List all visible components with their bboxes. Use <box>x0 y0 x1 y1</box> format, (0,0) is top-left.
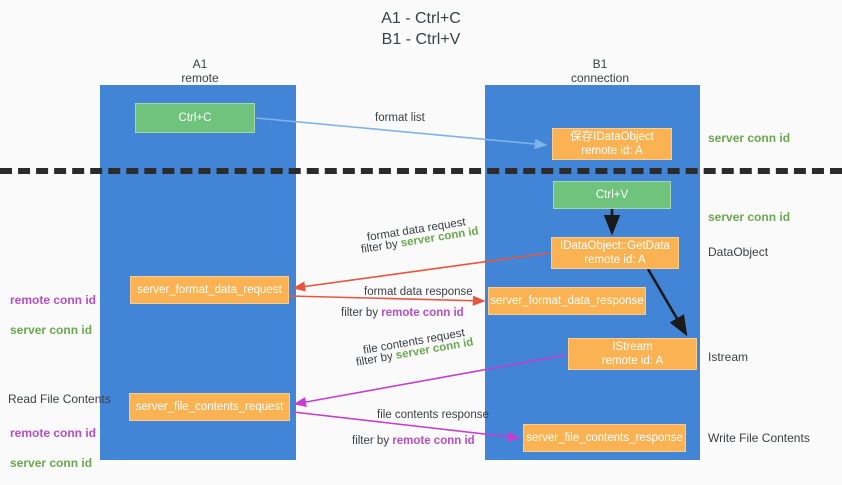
edge-label-file-contents-response-filter: filter by remote conn id <box>352 434 475 449</box>
left-label-remote-conn-id-1: remote conn id <box>10 293 97 307</box>
node-server-file-contents-request[interactable]: server_file_contents_request <box>129 393 290 421</box>
right-label-server-conn-id-2: server conn id <box>708 210 791 224</box>
right-label-server-conn-id-1: server conn id <box>708 131 791 145</box>
node-save-idataobject[interactable]: 保存IDataObject remote id: A <box>552 128 672 160</box>
node-idataobject-getdata[interactable]: IDataObject::GetData remote id: A <box>551 237 679 269</box>
right-label-istream: Istream <box>708 350 749 364</box>
right-label-dataobject: DataObject <box>708 245 769 259</box>
filter-prefix: filter by <box>355 349 397 369</box>
lane-header-a1: A1 remote <box>181 57 219 85</box>
diagram-title: A1 - Ctrl+C B1 - Ctrl+V <box>381 10 461 48</box>
edge-label-format-data-response-filter: filter by remote conn id <box>341 306 464 321</box>
left-label-read-file-contents: Read File Contents <box>8 392 111 406</box>
node-server-format-data-request[interactable]: server_format_data_request <box>130 276 289 304</box>
filter-value-remote-conn-id: remote conn id <box>381 307 464 319</box>
left-label-conn-id-pair-2: remote conn id server conn id <box>10 411 96 471</box>
filter-prefix: filter by <box>360 237 402 256</box>
filter-value-remote-conn-id: remote conn id <box>392 435 475 447</box>
edge-label-format-data-response: format data response <box>364 286 473 298</box>
edge-label-file-contents-response: file contents response <box>377 409 489 421</box>
node-ctrl-v[interactable]: Ctrl+V <box>553 181 671 209</box>
node-server-file-contents-response[interactable]: server_file_contents_response <box>523 424 686 452</box>
filter-prefix: filter by <box>341 307 382 319</box>
node-ctrl-c[interactable]: Ctrl+C <box>135 103 255 133</box>
filter-prefix: filter by <box>352 435 393 447</box>
node-server-format-data-response[interactable]: server_format_data_response <box>488 287 646 315</box>
left-label-remote-conn-id-2: remote conn id <box>10 426 97 440</box>
node-istream[interactable]: IStream remote id: A <box>568 338 697 370</box>
separator-dashed-line <box>0 168 842 174</box>
left-label-server-conn-id-1: server conn id <box>10 323 93 337</box>
left-label-conn-id-pair-1: remote conn id server conn id <box>10 278 96 338</box>
lane-header-b1: B1 connection <box>570 57 630 85</box>
left-label-server-conn-id-2: server conn id <box>10 456 93 470</box>
edge-label-format-list: format list <box>375 112 425 124</box>
right-label-write-file-contents: Write File Contents <box>708 431 810 445</box>
